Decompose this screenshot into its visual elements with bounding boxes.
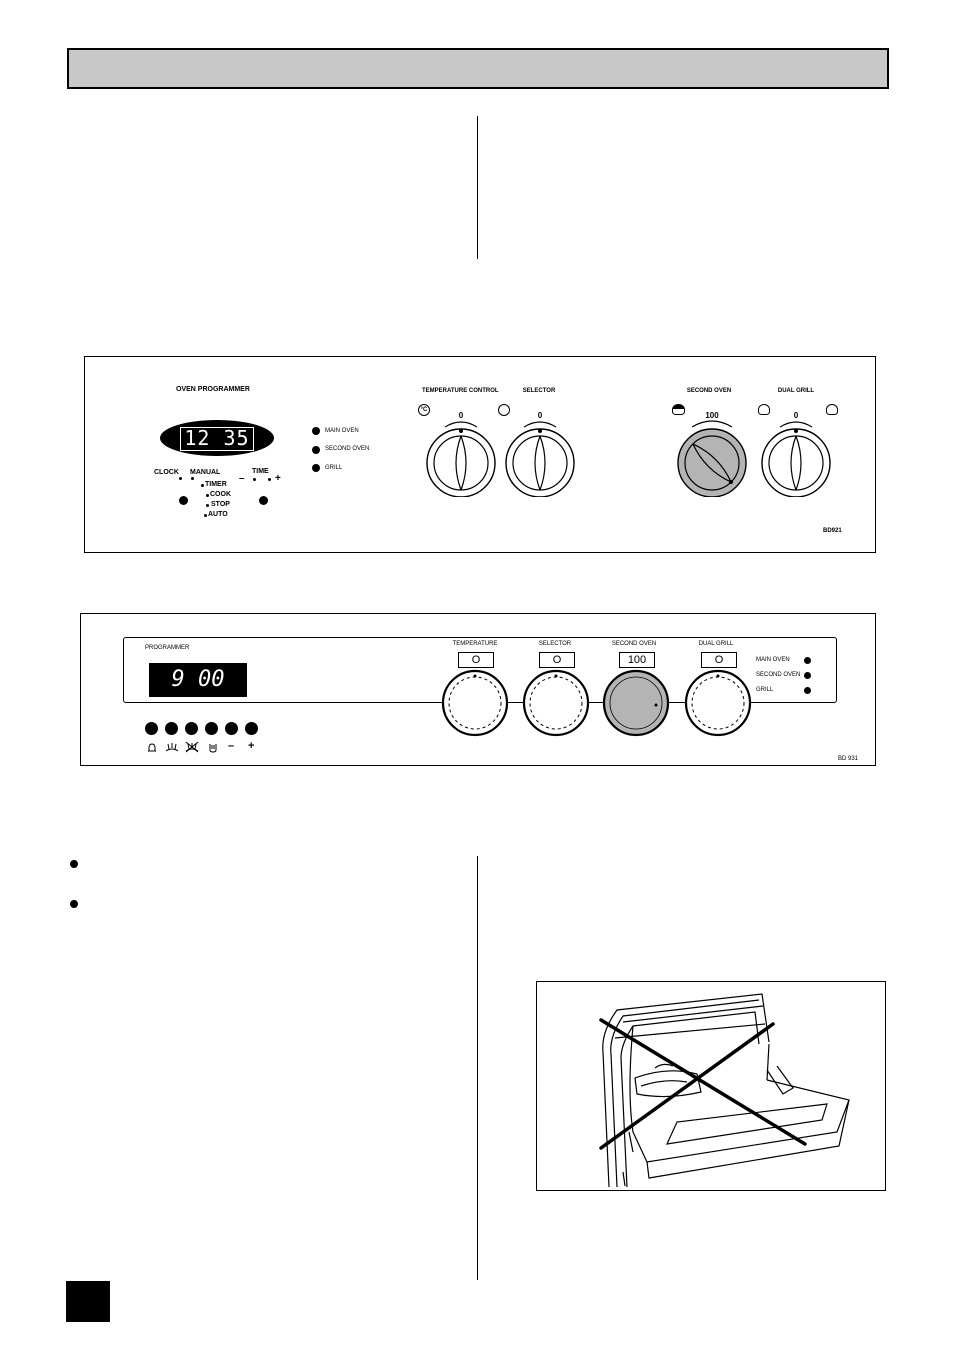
top-column-divider bbox=[477, 116, 478, 259]
plus-symbol: + bbox=[248, 740, 255, 752]
manual-label: MANUAL bbox=[190, 469, 221, 476]
selector-knob-2[interactable] bbox=[522, 669, 590, 737]
display-time: 12 35 bbox=[184, 426, 250, 450]
knob2-value-selector: O bbox=[552, 654, 562, 666]
knob-label-second-oven: SECOND OVEN bbox=[686, 388, 732, 394]
display-window bbox=[180, 427, 254, 451]
mode-dot-auto bbox=[204, 514, 207, 517]
time-plus-label: + bbox=[275, 473, 281, 484]
indicator2-grill-light bbox=[804, 687, 811, 694]
clock-label: CLOCK bbox=[154, 469, 179, 476]
indicator-grill-label: GRILL bbox=[325, 465, 343, 471]
dual-grill-knob[interactable] bbox=[758, 407, 834, 497]
bullet-point-1 bbox=[70, 860, 78, 868]
celsius-icon: °C bbox=[418, 404, 430, 416]
indicator2-second-oven-light bbox=[804, 672, 811, 679]
page-number-block bbox=[66, 1281, 110, 1322]
indicator-main-oven-label: MAIN OVEN bbox=[325, 428, 359, 434]
knob2-label-selector: SELECTOR bbox=[538, 641, 572, 647]
time-dot-left bbox=[253, 478, 256, 481]
knob-value-temperature-control: 0 bbox=[458, 411, 464, 420]
indicator2-second-oven-label: SECOND OVEN bbox=[756, 672, 801, 678]
program-button-stop[interactable] bbox=[185, 722, 198, 735]
open-oven-door-illustration bbox=[599, 993, 850, 1188]
knob2-value-temperature: O bbox=[471, 654, 481, 666]
knob2-label-temperature: TEMPERATURE bbox=[452, 641, 498, 647]
celsius-symbol: °C bbox=[420, 407, 428, 413]
knob-label-dual-grill: DUAL GRILL bbox=[777, 388, 815, 394]
knob-label-selector: SELECTOR bbox=[522, 388, 556, 394]
mode-dot-timer bbox=[201, 484, 204, 487]
temperature-control-knob[interactable] bbox=[423, 407, 499, 497]
second-oven-knob-2[interactable] bbox=[602, 669, 670, 737]
program-button-auto[interactable] bbox=[205, 722, 218, 735]
section-header-bar bbox=[67, 48, 889, 89]
time-dot-right bbox=[268, 478, 271, 481]
programmer-display: 12 35 bbox=[160, 420, 274, 456]
clock-dot bbox=[179, 477, 182, 480]
knob2-value-box-selector: O bbox=[539, 652, 575, 668]
cook-icon bbox=[165, 743, 179, 752]
indicator2-main-oven-label: MAIN OVEN bbox=[756, 657, 790, 663]
panel-code-bd931: BD 931 bbox=[838, 756, 859, 762]
mode-dot-stop bbox=[206, 504, 209, 507]
control-panel-bd931: PROGRAMMER 9 00 – + TEMPERATURE SELECTOR… bbox=[80, 613, 876, 766]
knob-value-second-oven: 100 bbox=[705, 411, 719, 420]
grill-icon-right bbox=[826, 404, 838, 415]
control-panel-bd921: OVEN PROGRAMMER 12 35 CLOCK MANUAL TIME … bbox=[84, 356, 876, 553]
knob2-value-dual-grill: O bbox=[714, 654, 724, 666]
bell-icon bbox=[148, 743, 156, 752]
display-time-2: 9 00 bbox=[171, 667, 225, 692]
temperature-knob-2[interactable] bbox=[441, 669, 509, 737]
program-button-plus[interactable] bbox=[245, 722, 258, 735]
indicator2-grill-label: GRILL bbox=[756, 687, 774, 693]
grill-icon-left bbox=[758, 404, 770, 415]
bullet-point-2 bbox=[70, 900, 78, 908]
oven-light-icon bbox=[498, 404, 510, 416]
second-oven-knob[interactable] bbox=[674, 407, 750, 497]
clock-manual-button[interactable] bbox=[179, 496, 188, 505]
mode-auto: AUTO bbox=[208, 511, 228, 518]
mode-dot-cook bbox=[206, 494, 209, 497]
knob-value-selector: 0 bbox=[537, 411, 543, 420]
dual-grill-knob-2[interactable] bbox=[684, 669, 752, 737]
illustration-frame bbox=[536, 981, 886, 1191]
bottom-column-divider bbox=[477, 856, 478, 1280]
stop-icon bbox=[185, 741, 199, 753]
program-button-bell[interactable] bbox=[145, 722, 158, 735]
time-label: TIME bbox=[252, 468, 269, 475]
knob2-value-box-temperature: O bbox=[458, 652, 494, 668]
oven-programmer-title: OVEN PROGRAMMER bbox=[176, 386, 250, 393]
manual-dot bbox=[191, 477, 194, 480]
knob2-value-second-oven: 100 bbox=[627, 654, 647, 666]
knob2-label-second-oven: SECOND OVEN bbox=[611, 641, 657, 647]
knob2-value-box-second-oven: 100 bbox=[619, 652, 655, 668]
indicator-grill-light bbox=[312, 464, 320, 472]
minus-symbol: – bbox=[228, 740, 235, 752]
knob2-value-box-dual-grill: O bbox=[701, 652, 737, 668]
programmer-label: PROGRAMMER bbox=[145, 645, 190, 651]
program-button-minus[interactable] bbox=[225, 722, 238, 735]
knob-value-dual-grill: 0 bbox=[793, 411, 799, 420]
indicator-second-oven-label: SECOND OVEN bbox=[325, 446, 370, 452]
auto-icon bbox=[209, 744, 217, 753]
mode-timer: TIMER bbox=[205, 481, 227, 488]
program-button-cook[interactable] bbox=[165, 722, 178, 735]
selector-knob[interactable] bbox=[502, 407, 578, 497]
indicator2-main-oven-light bbox=[804, 657, 811, 664]
knob2-label-dual-grill: DUAL GRILL bbox=[698, 641, 734, 647]
time-minus-label: – bbox=[239, 473, 245, 484]
indicator-second-oven-light bbox=[312, 446, 320, 454]
indicator-main-oven-light bbox=[312, 427, 320, 435]
mode-cook: COOK bbox=[210, 491, 231, 498]
panel-code-bd921: BD921 bbox=[823, 528, 842, 534]
knob-label-temperature-control: TEMPERATURE CONTROL bbox=[422, 388, 499, 394]
second-oven-icon-left bbox=[672, 404, 685, 415]
mode-stop: STOP bbox=[211, 501, 230, 508]
programmer-display-2: 9 00 bbox=[149, 663, 247, 697]
time-button[interactable] bbox=[259, 496, 268, 505]
